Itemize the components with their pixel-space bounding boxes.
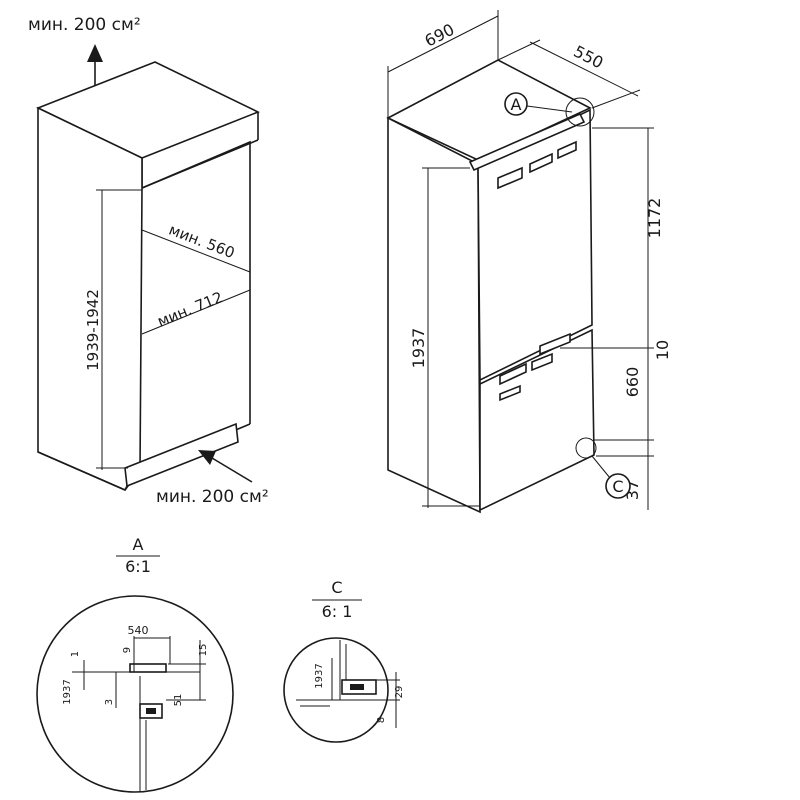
marker-a-label: A xyxy=(511,95,522,114)
fridge-depth-dim-line xyxy=(529,41,639,97)
niche-depth-label: мин. 560 xyxy=(166,221,237,263)
refrigerator: 690 550 1937 1172 10 660 37 A C xyxy=(386,10,672,514)
niche-width-label: мин. 712 xyxy=(155,288,226,331)
fridge-width-dim-line xyxy=(387,15,499,73)
detail-c-dim-1937: 1937 xyxy=(314,663,325,688)
detail-c-scale: 6: 1 xyxy=(322,602,353,621)
detail-c-circle xyxy=(283,637,389,743)
detail-a-circle xyxy=(36,595,234,793)
detail-a-dim-3: 3 xyxy=(104,699,115,705)
fridge-lower-height-label: 660 xyxy=(623,367,642,398)
marker-c-label: C xyxy=(612,477,623,496)
detail-a-dim-9: 9 xyxy=(122,647,133,653)
fridge-upper-hinges xyxy=(468,112,586,190)
niche-opening-back xyxy=(141,140,251,424)
vent-top-label: мин. 200 см² xyxy=(28,15,141,35)
marker-c-bubble xyxy=(605,473,631,499)
detail-c-letter: C xyxy=(331,578,342,597)
niche-depth-dim-line xyxy=(141,229,251,273)
niche-base-edge xyxy=(37,451,128,492)
marker-a-detail-circle xyxy=(565,97,595,127)
niche-cabinet: 1939-1942 мин. 560 мин. 712 xyxy=(36,44,260,492)
fridge-side-panel xyxy=(387,116,481,514)
detail-a-scale: 6:1 xyxy=(125,557,151,576)
fridge-upper-height-label: 1172 xyxy=(645,198,664,239)
niche-height-label: 1939-1942 xyxy=(84,289,102,371)
vent-bottom-label: мин. 200 см² xyxy=(156,487,269,507)
vent-bottom-arrow-head xyxy=(198,450,216,465)
detail-a: A 6:1 540 15 1 9 3 51 1937 xyxy=(36,535,234,793)
marker-c-leader xyxy=(591,455,611,479)
vent-top-arrow-head xyxy=(87,44,103,62)
detail-a-dim-15: 15 xyxy=(198,644,209,657)
fridge-height-label: 1937 xyxy=(409,328,428,369)
marker-a-bubble xyxy=(504,92,528,116)
fridge-gap-label: 10 xyxy=(653,340,672,360)
detail-c: C 6: 1 1937 29 8 xyxy=(283,578,405,743)
detail-a-bracket xyxy=(129,663,167,673)
fridge-depth-ext-left xyxy=(497,39,541,61)
detail-c-hinge-core xyxy=(350,684,364,690)
fridge-depth-ext-right xyxy=(591,89,641,109)
fridge-lower-hinges xyxy=(499,332,571,402)
fridge-depth-label: 550 xyxy=(571,42,607,73)
detail-c-dim-8: 8 xyxy=(376,717,387,723)
detail-a-hinge-core xyxy=(146,708,156,714)
detail-a-dim-51: 51 xyxy=(173,694,184,707)
detail-a-dim-1937: 1937 xyxy=(62,679,73,704)
fridge-top-face xyxy=(386,59,592,161)
marker-c-detail-circle xyxy=(575,437,597,459)
marker-a-leader xyxy=(526,105,573,113)
niche-plinth xyxy=(124,422,239,488)
detail-a-dim-540: 540 xyxy=(128,624,149,637)
vent-bottom-arrow-shaft xyxy=(211,457,253,483)
detail-a-dim-1: 1 xyxy=(70,651,81,657)
detail-a-letter: A xyxy=(133,535,144,554)
niche-width-dim-line xyxy=(141,289,251,335)
detail-c-dim-29: 29 xyxy=(394,686,405,699)
